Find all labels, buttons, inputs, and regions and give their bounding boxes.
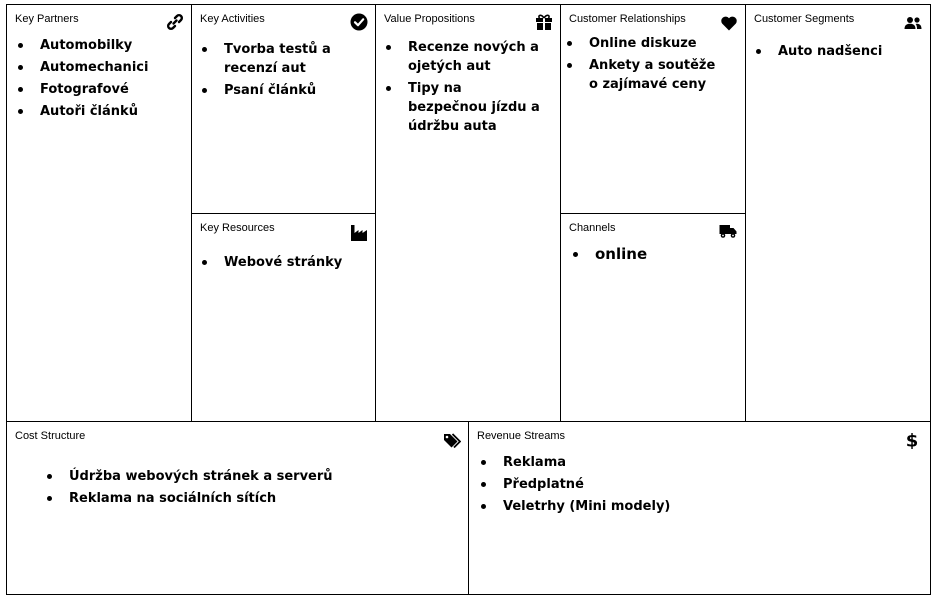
key-partners-title: Key Partners [15, 13, 79, 25]
cost-structure-block: Cost Structure Údržba webových stránek a… [6, 421, 470, 595]
value-propositions-list: Recenze nových a ojetých aut Tipy na bez… [384, 38, 544, 139]
channels-title: Channels [569, 222, 616, 234]
dollar-icon: $ [903, 431, 921, 452]
heart-icon [720, 14, 738, 32]
svg-text:$: $ [906, 431, 919, 449]
customer-segments-title: Customer Segments [754, 13, 855, 25]
list-item: Psaní článků [200, 81, 340, 100]
customer-relationships-list: Online diskuze Ankety a soutěže o zajíma… [565, 34, 725, 97]
list-item: online [571, 243, 731, 265]
key-activities-title: Key Activities [200, 13, 265, 25]
key-activities-list: Tvorba testů a recenzí aut Psaní článků [200, 40, 340, 103]
key-activities-block: Key Activities Tvorba testů a recenzí au… [191, 4, 377, 215]
value-propositions-block: Value Propositions Recenze nových a ojet… [375, 4, 562, 423]
key-partners-list: Automobilky Automechanici Fotografové Au… [16, 36, 188, 124]
list-item: Autoři článků [16, 102, 188, 121]
list-item: Veletrhy (Mini modely) [479, 497, 879, 516]
list-item: Reklama na sociálních sítích [45, 489, 445, 508]
link-icon [166, 13, 184, 31]
cost-structure-list: Údržba webových stránek a serverů Reklam… [45, 467, 445, 511]
check-circle-icon [350, 13, 368, 31]
customer-segments-block: Customer Segments Auto nadšenci [745, 4, 931, 423]
list-item: Webové stránky [200, 253, 365, 272]
list-item: Online diskuze [565, 34, 725, 53]
customer-relationships-title: Customer Relationships [569, 13, 686, 25]
list-item: Údržba webových stránek a serverů [45, 467, 445, 486]
revenue-streams-block: Revenue Streams $ Reklama Předplatné Vel… [468, 421, 931, 595]
tags-icon [443, 431, 462, 449]
people-icon [904, 14, 922, 32]
list-item: Reklama [479, 453, 879, 472]
channels-block: Channels online [560, 213, 747, 424]
revenue-streams-list: Reklama Předplatné Veletrhy (Mini modely… [479, 453, 879, 519]
list-item: Předplatné [479, 475, 879, 494]
key-resources-block: Key Resources Webové stránky [191, 213, 377, 424]
customer-segments-list: Auto nadšenci [754, 42, 919, 64]
channels-list: online [571, 243, 731, 268]
key-partners-block: Key Partners Automobilky Automechanici F… [6, 4, 193, 423]
list-item: Recenze nových a ojetých aut [384, 38, 544, 76]
list-item: Automechanici [16, 58, 188, 77]
key-resources-title: Key Resources [200, 222, 275, 234]
cost-structure-title: Cost Structure [15, 430, 86, 442]
revenue-streams-title: Revenue Streams [477, 430, 566, 442]
factory-icon [350, 224, 368, 242]
list-item: Automobilky [16, 36, 188, 55]
gift-icon [535, 13, 553, 31]
list-item: Auto nadšenci [754, 42, 919, 61]
list-item: Ankety a soutěže o zajímavé ceny [565, 56, 725, 94]
list-item: Tipy na bezpečnou jízdu a údržbu auta [384, 79, 544, 136]
value-propositions-title: Value Propositions [384, 13, 475, 25]
list-item: Tvorba testů a recenzí aut [200, 40, 340, 78]
truck-icon [719, 222, 737, 240]
customer-relationships-block: Customer Relationships Online diskuze An… [560, 4, 747, 215]
key-resources-list: Webové stránky [200, 253, 365, 275]
list-item: Fotografové [16, 80, 188, 99]
